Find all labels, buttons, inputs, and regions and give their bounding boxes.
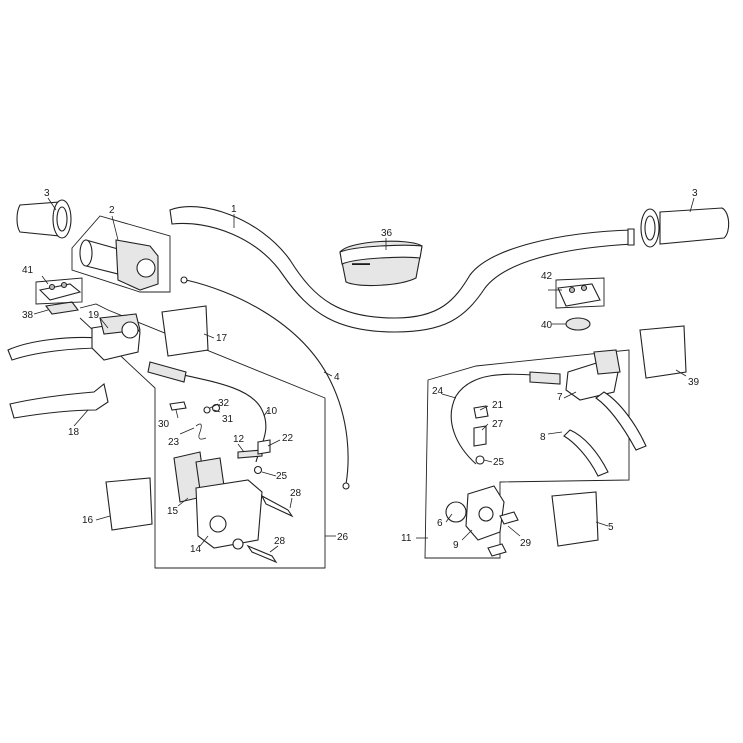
grip-right-bore [644,215,656,241]
reservoir-cap-left [38,283,82,301]
callout-7: 7 [557,392,563,403]
callout-24: 24 [432,386,444,397]
callout-10: 10 [266,406,278,417]
callout-22: 22 [282,433,294,444]
callout-40: 40 [541,320,553,331]
cap-screw-icon-left-a [48,283,56,291]
pad-brand-mark: ▬▬▬ [352,261,370,267]
callout-32: 32 [218,398,230,409]
caliper-bolt-upper [260,494,294,518]
throttle-group-frame [71,215,171,293]
parts-pouch-16 [105,477,153,531]
callout-21: 21 [492,400,504,411]
callout-28-lower: 28 [274,536,286,547]
callout-12: 12 [233,434,245,445]
reservoir-cap-group-frame-right [555,277,605,309]
cap-screw-icon-right-a [568,286,576,294]
throttle-tube-end [79,239,93,267]
callout-39: 39 [688,377,700,388]
cap-screw-icon-left-b [60,281,68,289]
callout-38: 38 [22,310,34,321]
callout-14: 14 [190,544,202,555]
callout-6: 6 [437,518,443,529]
sealing-washer-25-right [475,455,485,465]
clutch-lever-left [7,336,105,361]
clutch-cable [185,279,349,485]
caliper-bleed-port [232,538,244,550]
brake-caliper [195,479,263,549]
callout-19: 19 [88,310,100,321]
callout-28-upper: 28 [290,488,302,499]
callout-11: 11 [401,533,412,544]
grip-left-bore [56,206,68,232]
callout-numbers: 1 2 3 3 4 5 6 7 8 9 10 11 12 14 15 16 17… [22,188,700,555]
parts-pouch-17 [161,305,209,357]
callout-1: 1 [231,204,237,215]
callout-25-left: 25 [276,471,288,482]
callout-36: 36 [381,228,393,239]
reservoir-diaphragm-right [565,317,591,331]
spare-lever [9,383,109,419]
callout-25-right: 25 [493,457,505,468]
leader-lines [33,197,695,553]
bleed-cap-21 [473,405,489,419]
grip-right [659,207,730,245]
banjo-bolt-27 [473,425,487,447]
callout-23: 23 [168,437,180,448]
clutch-cable-end-bottom [342,482,350,490]
throttle-housing-bore [136,258,156,278]
parts-pouch-39 [639,325,687,379]
callout-16: 16 [82,515,94,526]
callout-5: 5 [608,522,614,533]
clutch-cable-end-top [180,276,188,284]
caliper-bolt-lower [246,544,278,564]
left-brake-group-frame [79,303,326,569]
parts-pouch-5 [551,491,599,547]
callout-2: 2 [109,205,115,216]
washer-31 [203,406,211,414]
callout-4: 4 [334,372,340,383]
brake-hose-fitting-right [529,371,561,385]
callout-30: 30 [158,419,170,430]
mounting-screw-29b [487,543,507,557]
brake-hose-right [450,373,561,465]
spare-lever-right [563,429,609,477]
handlebar-end-right [627,228,635,246]
o-ring-6 [445,501,467,523]
clutch-mount-bore-left [121,321,139,339]
brake-lever-right [595,391,647,451]
callout-41: 41 [22,265,34,276]
reservoir-cap-right [557,283,601,307]
callout-3-right: 3 [692,188,698,199]
reservoir-cap-group-frame-left [35,277,83,305]
callout-18: 18 [68,427,80,438]
brake-hose-fitting-left [147,361,187,383]
reservoir-diaphragm-left [45,301,79,315]
mounting-screw-29a [499,511,519,525]
spring-23 [195,423,207,440]
rear-master-bore [478,506,494,522]
callout-31: 31 [222,414,234,425]
callout-26: 26 [337,532,349,543]
callout-29: 29 [520,538,532,549]
bleed-screw-30 [169,401,187,411]
banjo-bolt-22 [257,439,271,455]
brake-reservoir-right [593,349,621,375]
right-brake-group-frame [424,349,630,559]
callout-15: 15 [167,506,179,517]
caliper-piston [209,515,227,533]
cap-screw-icon-right-b [580,284,588,292]
crossbar-pad-top [339,244,423,265]
callout-17: 17 [216,333,228,344]
callout-42: 42 [541,271,553,282]
callout-8: 8 [540,432,546,443]
grip-left [16,201,61,237]
sealing-washer-25-left [253,465,263,475]
callout-27: 27 [492,419,504,430]
callout-3-left: 3 [44,188,50,199]
callout-9: 9 [453,540,459,551]
